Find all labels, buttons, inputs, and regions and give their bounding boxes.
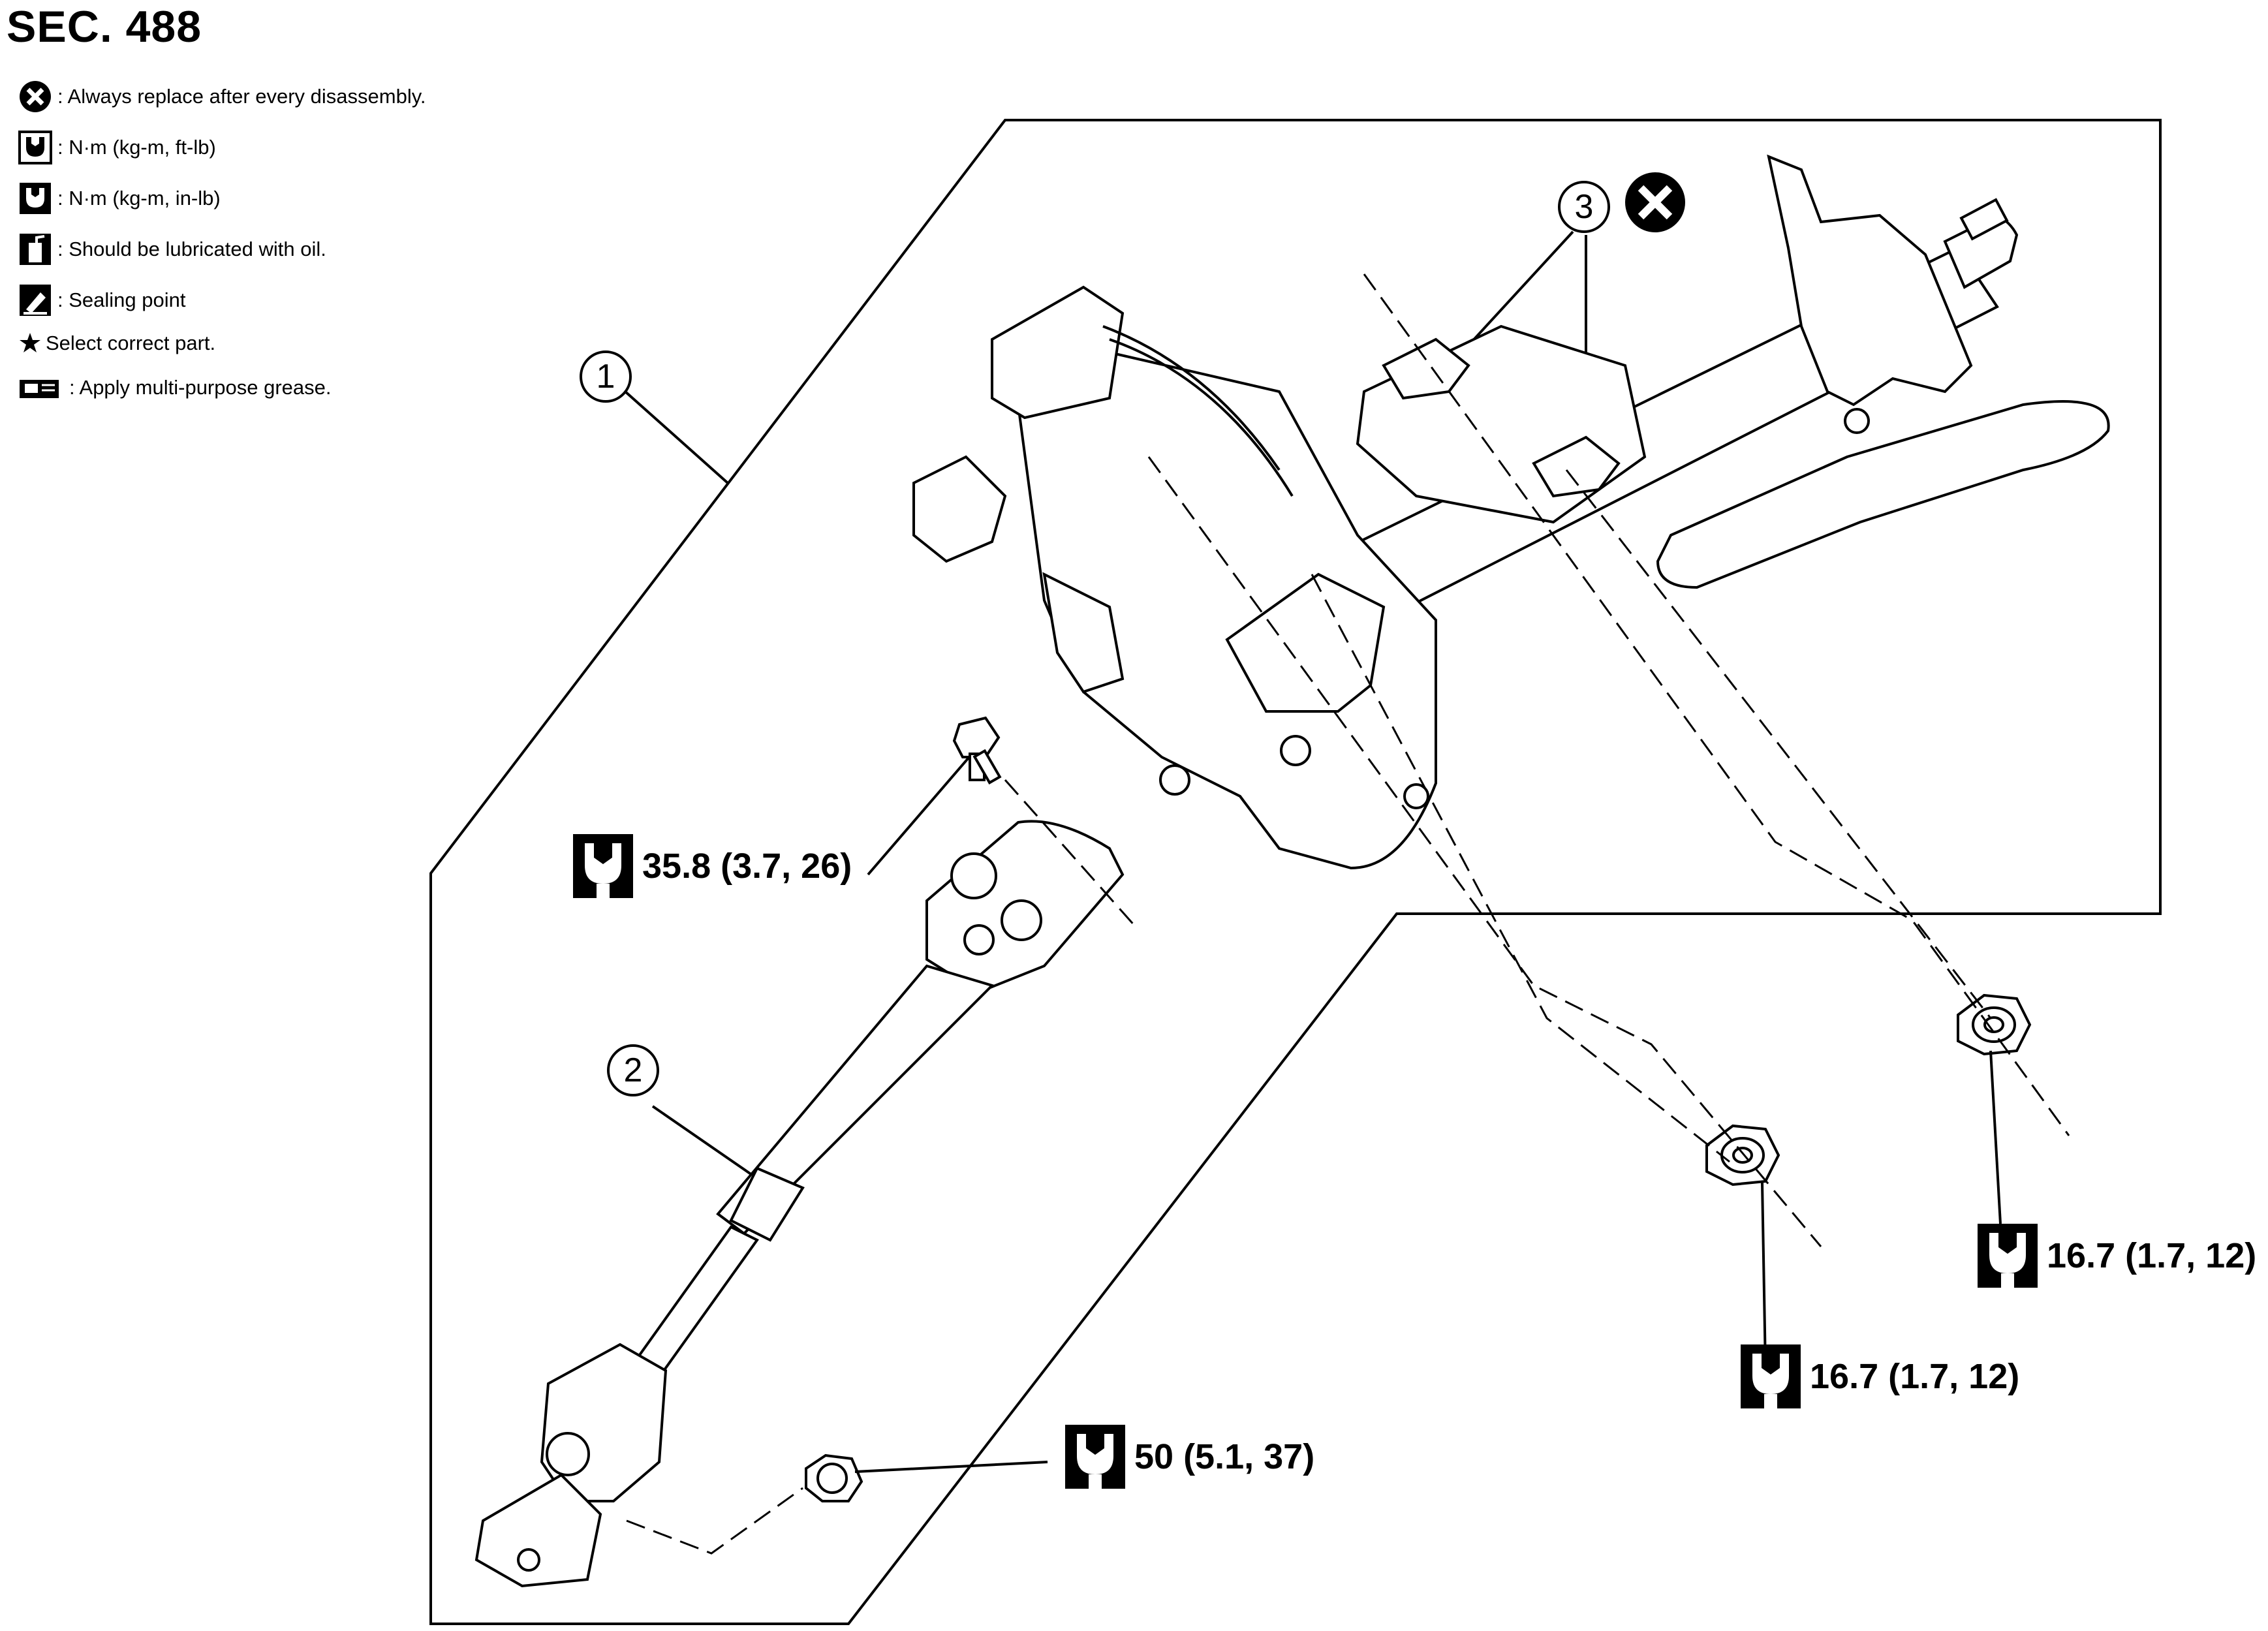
part-balloon-3: 3 [1558, 181, 1610, 233]
bolts [805, 716, 2032, 1502]
torque-value: 16.7 (1.7, 12) [1810, 1357, 2020, 1396]
lower-yoke-bore [517, 1548, 540, 1572]
dash-upper-bolt [1004, 779, 1137, 927]
legend-text: : Always replace after every disassembly… [57, 85, 426, 108]
dash-nut-left-2 [1311, 574, 1730, 1163]
torque-wrench-icon [1741, 1344, 1801, 1408]
upper-yoke-bore [950, 852, 997, 899]
section-title: SEC. 488 [7, 2, 202, 52]
torque-ftlb-icon [18, 131, 52, 164]
assembly-frame [429, 119, 2162, 1625]
dash-nut-left-1 [1147, 456, 1822, 1247]
shaft-sleeve [729, 1166, 805, 1242]
legend-item-sealing: : Sealing point [18, 282, 185, 318]
torque-value: 50 (5.1, 37) [1134, 1437, 1315, 1476]
shaft-inner [631, 1225, 759, 1379]
legend-text: : Should be lubricated with oil. [57, 238, 326, 260]
leader-line-3a [1461, 230, 1574, 354]
dash-nut-right-2 [1565, 469, 1992, 1019]
upper-bracket [1767, 154, 1973, 407]
torque-leader-3 [1761, 1182, 1767, 1368]
legend-item-star: Select correct part. [18, 325, 215, 362]
torque-wrench-icon [573, 834, 633, 898]
leader-line-1 [624, 390, 729, 484]
upper-cross-bearing-2 [963, 924, 995, 955]
part-balloon-2: 2 [607, 1044, 659, 1096]
sealing-point-icon [18, 283, 52, 317]
capsule-right [1532, 435, 1621, 498]
replace-x-icon [18, 80, 52, 114]
alignment-lines [626, 273, 2070, 1555]
torque-inlb-icon [18, 181, 52, 215]
clamp-bolt-2 [1159, 764, 1190, 796]
legend-text: : N·m (kg-m, in-lb) [57, 187, 221, 210]
torque-callout-column-nut-right: 16.7 (1.7, 12) [1978, 1224, 2256, 1288]
clamp-bolt [1280, 735, 1311, 766]
legend-item-torque-inlb: : N·m (kg-m, in-lb) [18, 180, 221, 217]
legend-item-replace: : Always replace after every disassembly… [18, 78, 426, 115]
dash-nut-right-1 [1363, 273, 2070, 1136]
legend-item-oil: : Should be lubricated with oil. [18, 231, 326, 268]
torque-callout-column-nut-left: 16.7 (1.7, 12) [1741, 1344, 2019, 1408]
gear-housing [1016, 350, 1437, 870]
shear-capsules [1382, 337, 1621, 498]
lower-cross-bearing [546, 1432, 590, 1476]
wire-harness-2 [1109, 338, 1294, 497]
grease-icon [18, 375, 60, 401]
intermediate-shaft [474, 820, 1125, 1588]
torque-value: 16.7 (1.7, 12) [2047, 1236, 2257, 1275]
leader-line-2 [651, 1105, 753, 1176]
star-icon [18, 330, 42, 356]
upper-yoke-bolt [952, 716, 1002, 785]
legend-item-grease: : Apply multi-purpose grease. [18, 369, 332, 406]
replace-x-icon [1625, 172, 1685, 232]
shaft-tip [1959, 198, 2009, 241]
legend-text: : Apply multi-purpose grease. [69, 376, 332, 399]
connector [991, 285, 1125, 420]
torque-leader-2 [854, 1461, 1048, 1473]
tilt-lever [1656, 400, 2110, 589]
mount-bolt [1403, 783, 1429, 809]
torque-wrench-icon [1065, 1425, 1125, 1489]
torque-callout-lower-yoke-nut: 50 (5.1, 37) [1065, 1425, 1314, 1489]
torque-value: 35.8 (3.7, 26) [642, 847, 852, 886]
lower-flange [474, 1473, 602, 1588]
side-plate [1042, 572, 1125, 694]
steering-column-assembly [912, 154, 2110, 870]
legend-text: : Sealing point [57, 288, 186, 311]
legend-text: : N·m (kg-m, ft-lb) [57, 136, 216, 159]
legend-text: Select correct part. [46, 332, 216, 354]
torque-leader-4 [1989, 1050, 2002, 1224]
oil-can-icon [18, 232, 52, 266]
wire-harness [1102, 325, 1281, 471]
bracket-hole [1844, 408, 1870, 434]
torque-leader-1 [867, 756, 971, 876]
lower-bracket [912, 455, 1007, 563]
legend-item-torque-ftlb: : N·m (kg-m, ft-lb) [18, 129, 216, 166]
dash-lower-nut [626, 1487, 803, 1555]
capsule-left [1382, 337, 1470, 400]
torque-callout-upper-yoke-bolt: 35.8 (3.7, 26) [573, 834, 852, 898]
lower-yoke-nut [805, 1453, 863, 1502]
upper-cross-bearing [1001, 899, 1042, 941]
column-nut-left [1705, 1124, 1780, 1187]
torque-leaders [854, 756, 2002, 1473]
column-nut-right [1957, 993, 2032, 1056]
part-balloon-1: 1 [580, 350, 632, 403]
torque-wrench-icon [1978, 1224, 2038, 1288]
